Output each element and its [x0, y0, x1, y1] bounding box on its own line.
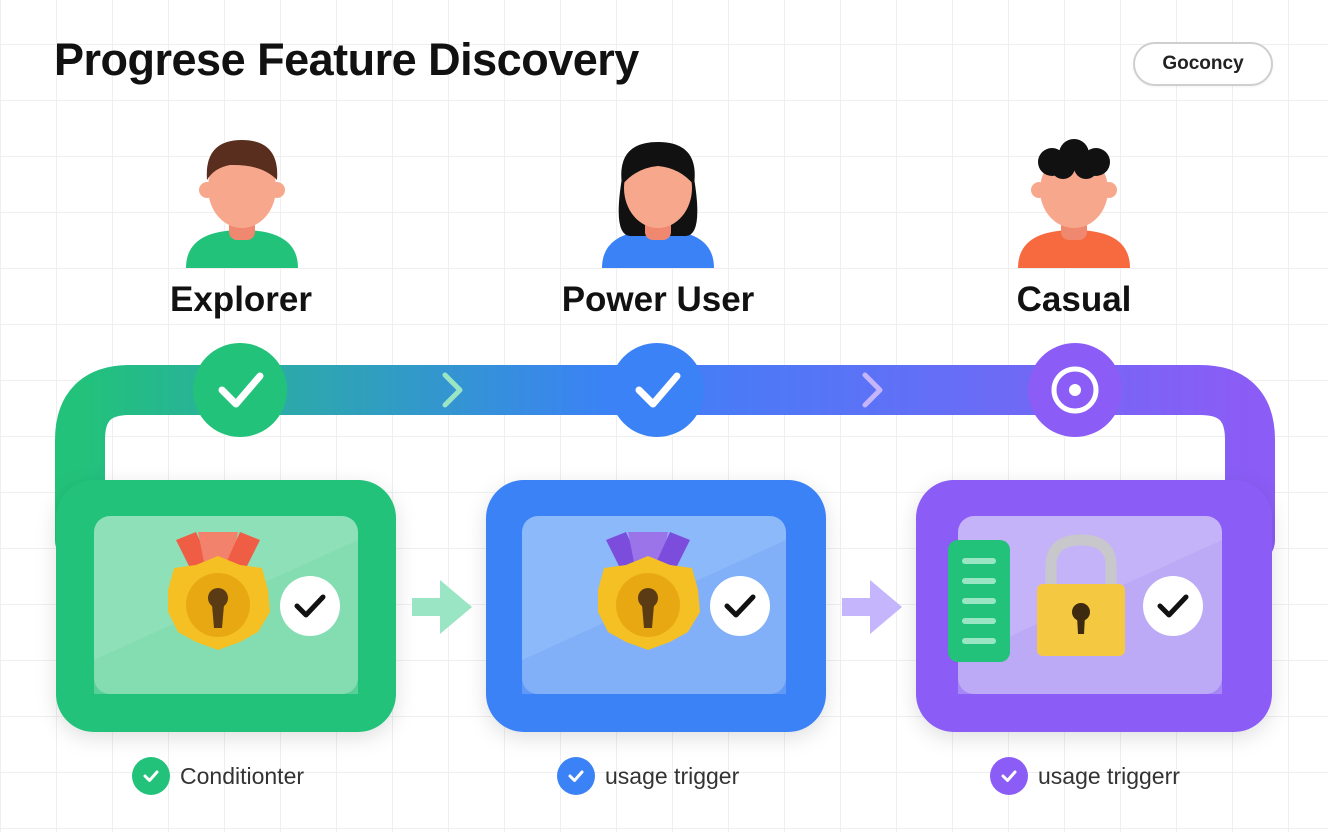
- check-circle-icon: [132, 757, 170, 795]
- list-panel-icon: [948, 540, 1010, 662]
- footer-label-explorer: Conditionter: [180, 762, 305, 789]
- avatar-casual: [1018, 139, 1130, 268]
- avatar-explorer: [186, 140, 298, 268]
- lock-icon: [1037, 534, 1125, 656]
- header-button[interactable]: Goconcy: [1133, 42, 1273, 86]
- target-icon: [1051, 366, 1099, 414]
- feature-card-casual[interactable]: [916, 480, 1272, 732]
- track-chevron-2-icon: [862, 372, 883, 408]
- check-circle-icon: [990, 757, 1028, 795]
- feature-card-power-user[interactable]: [486, 480, 826, 732]
- footer-item-explorer: Conditionter: [132, 756, 304, 796]
- avatar-power-user: [602, 142, 714, 268]
- check-icon: [635, 372, 681, 408]
- feature-card-explorer[interactable]: [56, 480, 396, 732]
- track-chevron-1-icon: [442, 372, 463, 408]
- persona-label-power-user: Power User: [561, 280, 755, 319]
- persona-label-explorer: Explorer: [170, 280, 312, 319]
- persona-label-casual: Casual: [1016, 280, 1132, 319]
- step-node-casual[interactable]: [1028, 343, 1122, 437]
- arrow-2-icon: [842, 580, 902, 634]
- check-badge-icon: [710, 576, 770, 636]
- footer-label-power-user: usage trigger: [605, 762, 740, 789]
- step-node-explorer[interactable]: [193, 343, 287, 437]
- check-badge-icon: [280, 576, 340, 636]
- footer-item-power-user: usage trigger: [557, 756, 739, 796]
- check-badge-icon: [1143, 576, 1203, 636]
- medal-icon: [168, 532, 270, 650]
- footer-item-casual: usage triggerr: [990, 756, 1180, 796]
- check-circle-icon: [557, 757, 595, 795]
- footer-label-casual: usage triggerr: [1038, 762, 1180, 789]
- arrow-1-icon: [412, 580, 472, 634]
- step-node-power-user[interactable]: [610, 343, 704, 437]
- page-title: Progrese Feature Discovery: [54, 34, 639, 85]
- check-icon: [218, 372, 264, 408]
- medal-icon: [598, 532, 700, 650]
